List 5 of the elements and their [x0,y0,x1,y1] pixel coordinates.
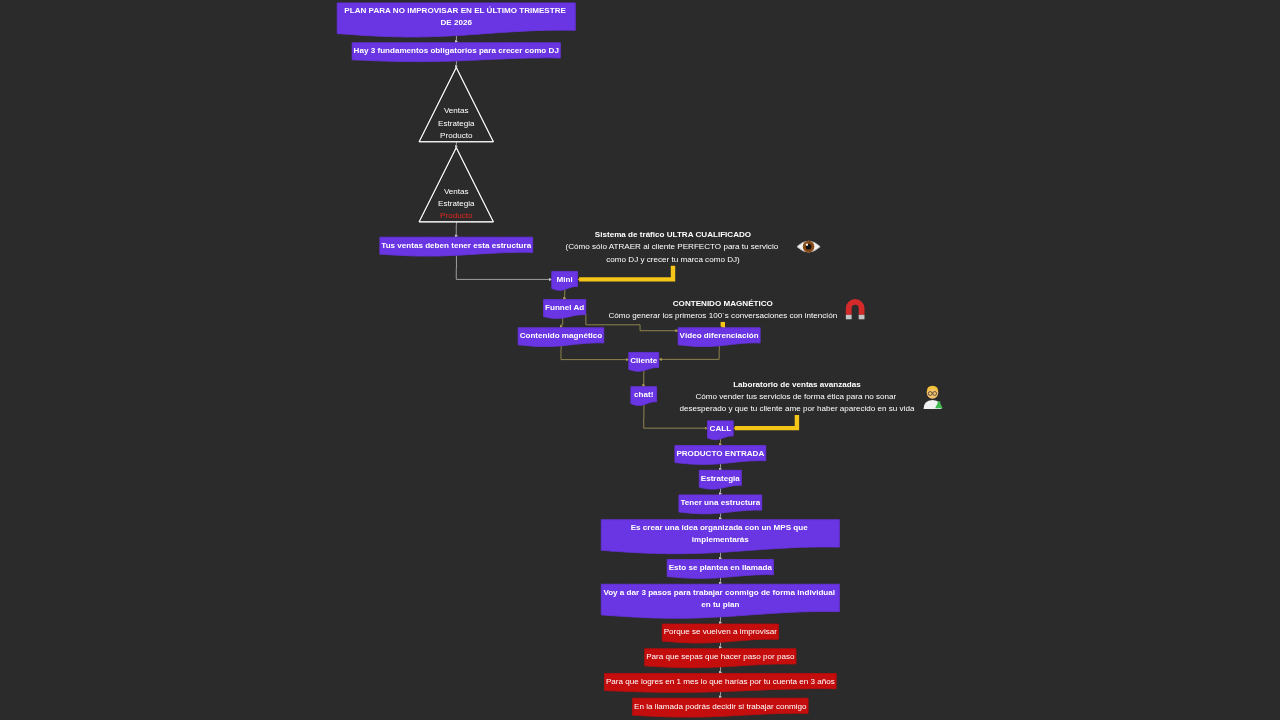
arrow [577,265,676,282]
node-text: Laboratorio de ventas avanzadas Cómo vender tus servicios de forma ética para no sonar desesperado y que tu cliente ame por haber aparecido en su vida [679,379,915,413]
node-text: CONTENIDO MAGNÉTICO Cómo generar los primeros 100´s conversaciones con intención [608,298,838,320]
arrow [733,415,800,431]
node-text: Sistema de tráfico ULTRA CUALIFICADO (Cómo sólo ATRAER al cliente PERFECTO para tu servicio como DJ y crecer tu marca como DJ) [565,229,779,264]
